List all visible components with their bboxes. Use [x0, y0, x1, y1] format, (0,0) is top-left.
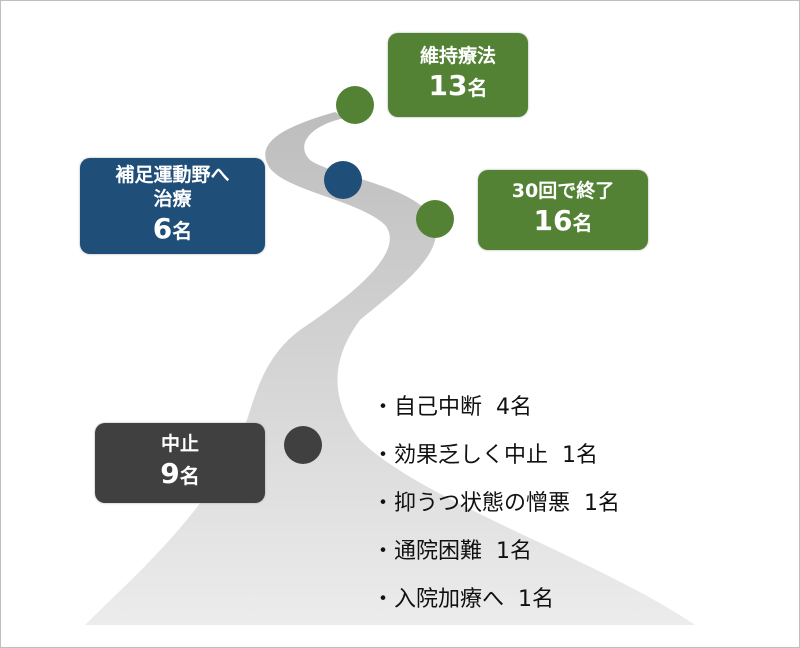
- maintenance-count: 13名: [428, 69, 488, 102]
- maintenance-box: 維持療法 13名: [388, 33, 528, 117]
- discontinued-label: 中止: [160, 433, 199, 455]
- sma-label-1: 補足運動野へ: [115, 164, 230, 186]
- completed-label: 30回で終了: [511, 180, 615, 202]
- completed-marker: [416, 200, 454, 238]
- sma-count: 6名: [152, 212, 193, 245]
- sma-label-2: 治療: [153, 188, 192, 210]
- discontinued-box: 中止 9名: [95, 423, 265, 503]
- sma-box: 補足運動野へ 治療 6名: [80, 158, 265, 254]
- reason-item: ・自己中断 4名: [372, 395, 532, 420]
- reason-item: ・効果乏しく中止 1名: [372, 443, 598, 468]
- discontinued-count: 9名: [160, 457, 200, 490]
- discontinuation-reasons: ・自己中断 4名 ・効果乏しく中止 1名 ・抑うつ状態の憎悪 1名 ・通院困難 …: [372, 388, 620, 628]
- discontinued-marker: [284, 426, 322, 464]
- sma-marker: [324, 161, 362, 199]
- reason-item: ・入院加療へ 1名: [372, 587, 554, 612]
- maintenance-label: 維持療法: [419, 45, 496, 67]
- reason-item: ・通院困難 1名: [372, 539, 532, 564]
- completed-box: 30回で終了 16名: [478, 170, 648, 250]
- maintenance-marker: [336, 86, 374, 124]
- completed-count: 16名: [533, 204, 593, 237]
- reason-item: ・抑うつ状態の憎悪 1名: [372, 491, 620, 516]
